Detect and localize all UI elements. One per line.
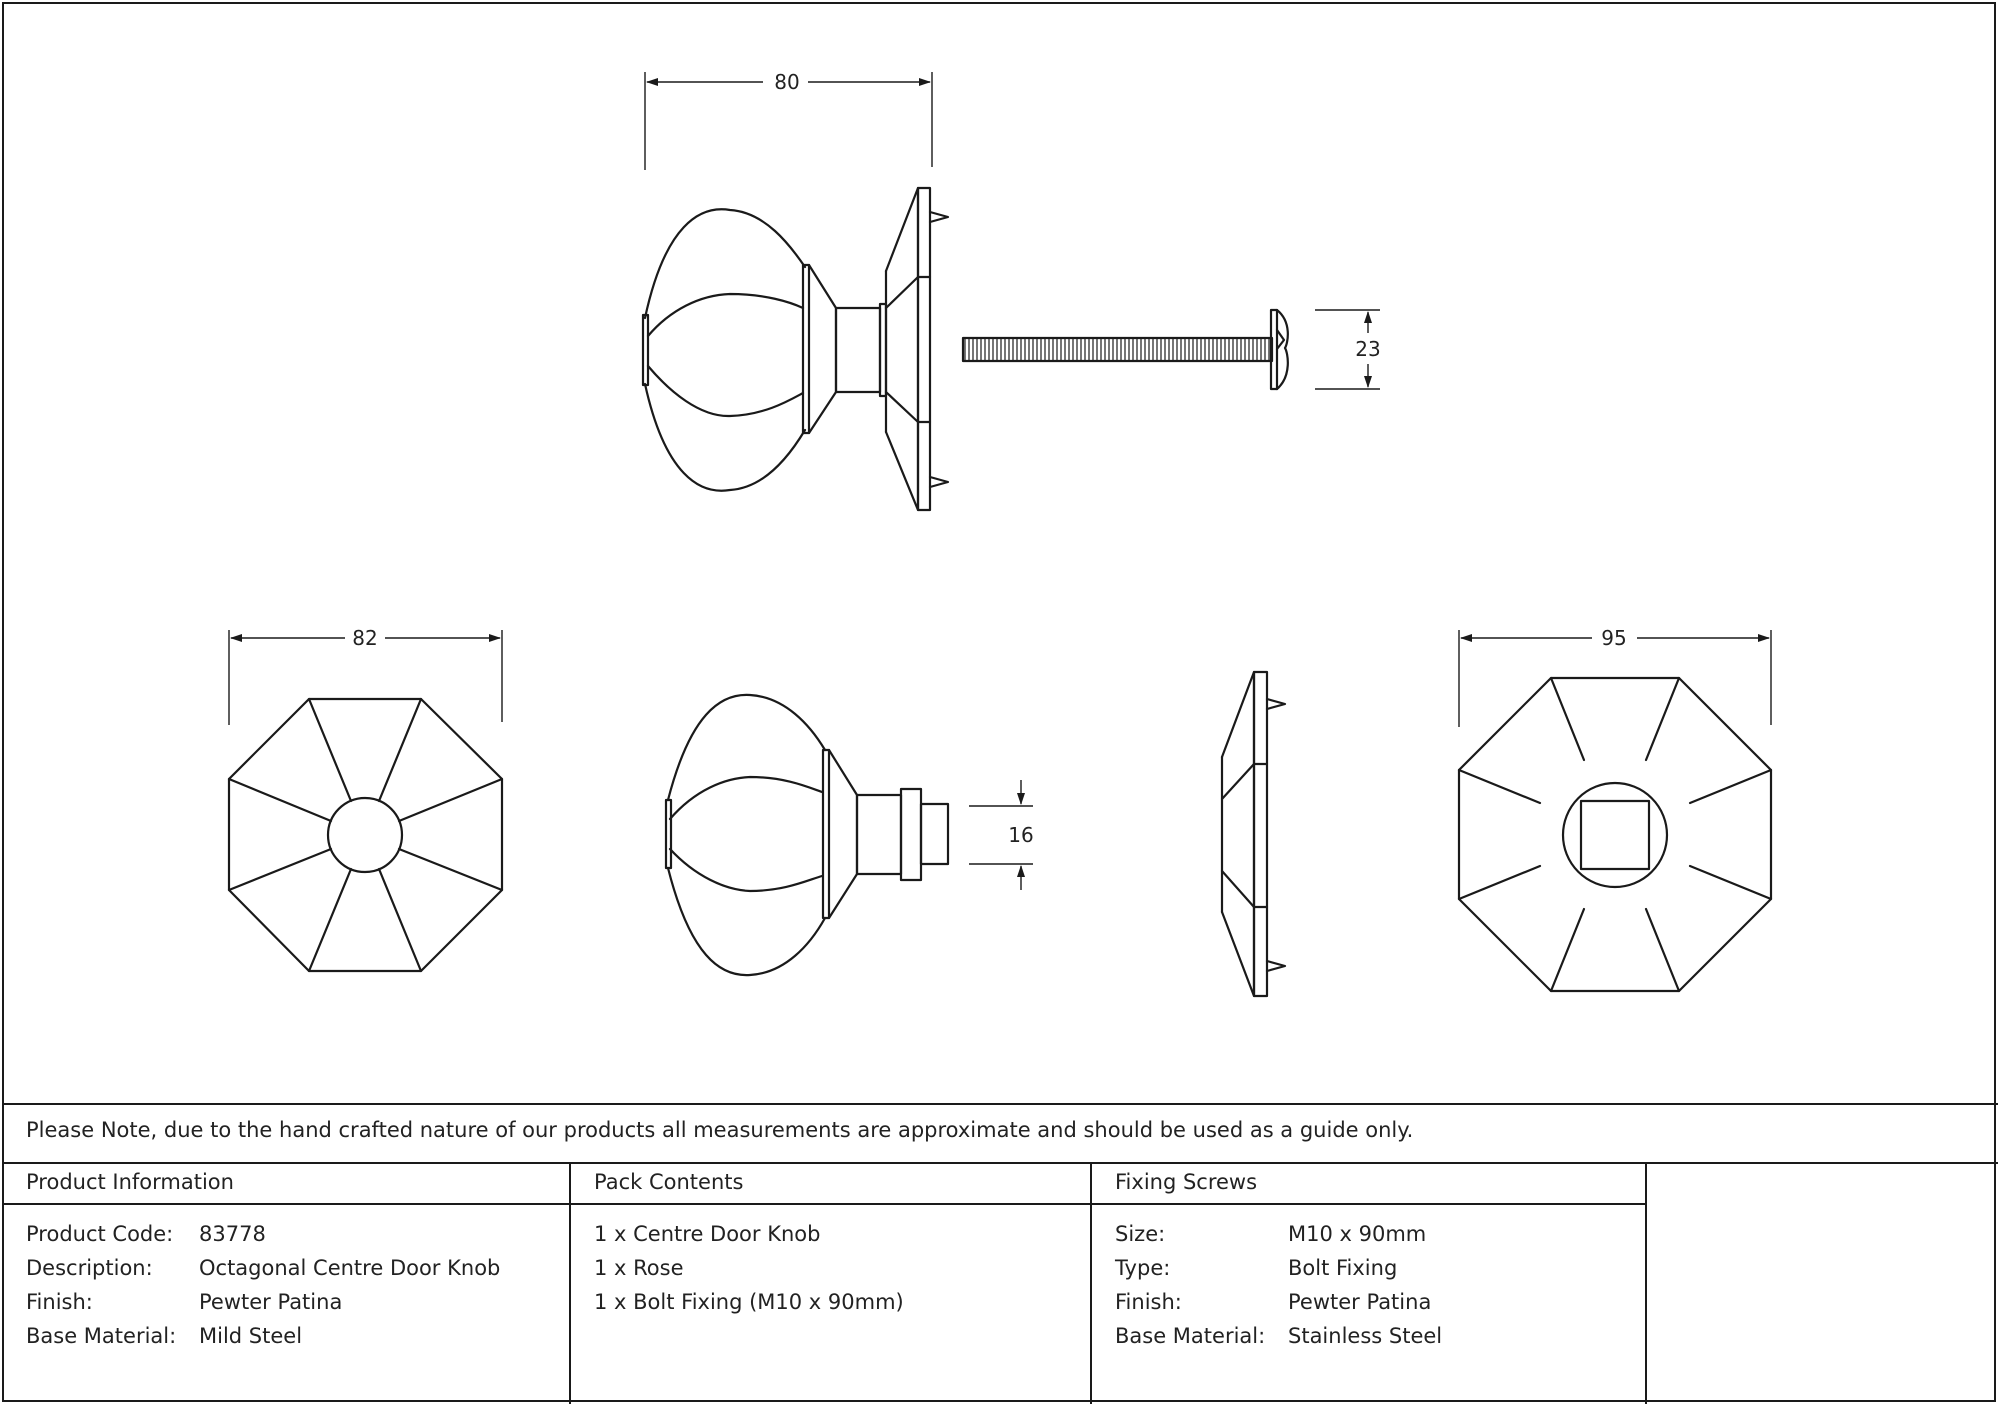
finish-value: Pewter Patina <box>199 1290 343 1314</box>
bolt-fixing <box>961 308 1289 391</box>
dimension-80-label: 80 <box>774 70 799 94</box>
dimension-16: 16 <box>969 780 1034 890</box>
dimension-23: 23 <box>1315 309 1381 390</box>
type-label: Type: <box>1115 1256 1171 1280</box>
product-code-label: Product Code: <box>26 1222 174 1246</box>
screw-base-material-label: Base Material: <box>1115 1324 1266 1348</box>
dimension-80: 80 <box>644 70 933 170</box>
divider-line <box>1645 1163 1647 1404</box>
base-material-value: Mild Steel <box>199 1324 303 1348</box>
dimension-95: 95 <box>1458 626 1772 727</box>
rose-front-view: 95 <box>1457 626 1773 993</box>
dimension-82: 82 <box>228 626 503 725</box>
type-value: Bolt Fixing <box>1288 1256 1398 1280</box>
fixing-screws-heading: Fixing Screws <box>1115 1170 1258 1194</box>
size-label: Size: <box>1115 1222 1166 1246</box>
base-material-label: Base Material: <box>26 1324 177 1348</box>
divider-line <box>1090 1163 1092 1404</box>
pack-contents-heading: Pack Contents <box>594 1170 744 1194</box>
description-value: Octagonal Centre Door Knob <box>199 1256 501 1280</box>
screw-base-material-value: Stainless Steel <box>1288 1324 1443 1348</box>
pack-item: 1 x Rose <box>594 1256 684 1280</box>
divider-line <box>2 1103 1998 1105</box>
dimension-82-label: 82 <box>352 626 377 650</box>
description-label: Description: <box>26 1256 153 1280</box>
screw-finish-value: Pewter Patina <box>1288 1290 1432 1314</box>
dimension-16-label: 16 <box>1008 823 1033 847</box>
rose-side-view <box>1220 670 1287 998</box>
screw-finish-label: Finish: <box>1115 1290 1182 1314</box>
divider-line <box>2 1203 1646 1205</box>
dimension-95-label: 95 <box>1601 626 1626 650</box>
product-information-heading: Product Information <box>26 1170 234 1194</box>
pack-item: 1 x Centre Door Knob <box>594 1222 821 1246</box>
dimension-23-label: 23 <box>1355 337 1380 361</box>
divider-line <box>569 1163 571 1404</box>
knob-side-view: 16 <box>664 693 1034 977</box>
product-code-value: 83778 <box>199 1222 266 1246</box>
finish-label: Finish: <box>26 1290 93 1314</box>
measurement-note: Please Note, due to the hand crafted nat… <box>26 1118 1414 1142</box>
size-value: M10 x 90mm <box>1288 1222 1427 1246</box>
knob-assembly-side-view: 80 <box>641 70 1381 512</box>
divider-line <box>2 1162 1998 1164</box>
knob-front-view: 82 <box>227 626 504 973</box>
pack-item: 1 x Bolt Fixing (M10 x 90mm) <box>594 1290 904 1314</box>
